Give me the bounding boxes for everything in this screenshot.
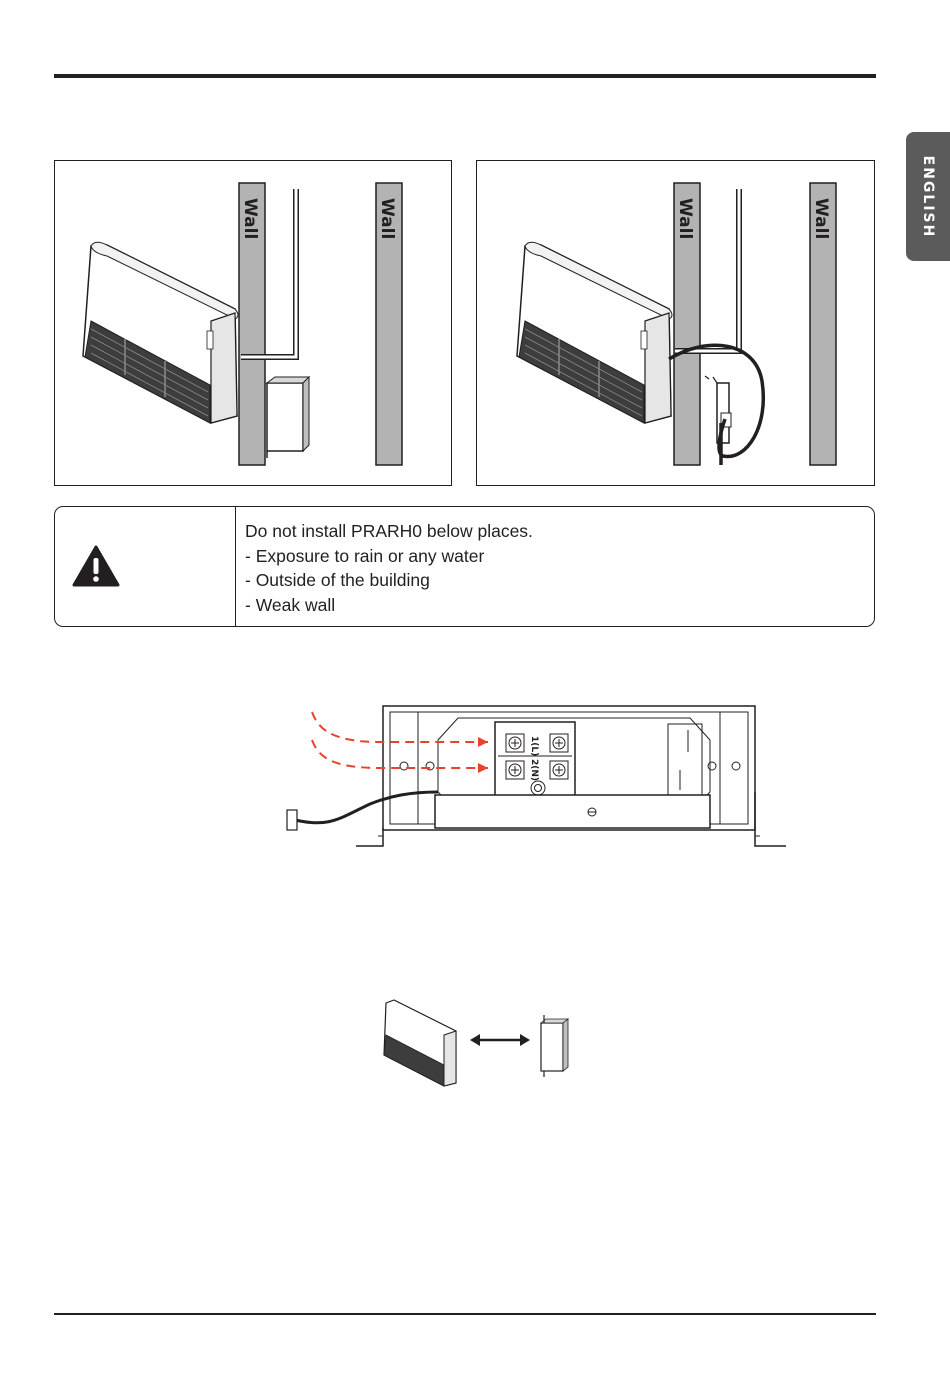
install-illustration-right: Wall Wall: [477, 161, 876, 487]
caution-line: - Exposure to rain or any water: [245, 544, 533, 569]
control-box: [267, 377, 309, 458]
language-tab[interactable]: ENGLISH: [906, 132, 950, 261]
caution-line: - Weak wall: [245, 593, 533, 618]
caution-line: - Outside of the building: [245, 568, 533, 593]
footer-rule: [54, 1313, 876, 1315]
header-rule: [54, 74, 876, 78]
connection-figure: [380, 995, 580, 1092]
caution-divider: [235, 507, 236, 626]
terminal-label-1: 1(L): [529, 736, 539, 756]
wall-label-1: Wall: [240, 198, 260, 239]
warning-triangle-icon: [72, 544, 120, 593]
double-arrow-icon: [470, 1034, 530, 1046]
wall-label-1: Wall: [675, 198, 695, 239]
caution-box: Do not install PRARH0 below places. - Ex…: [54, 506, 875, 627]
connection-illustration: [380, 995, 580, 1087]
terminal-label-2: 2(N): [529, 759, 539, 781]
indoor-unit: [517, 242, 672, 423]
wall-label-2: Wall: [377, 198, 397, 239]
caution-line: Do not install PRARH0 below places.: [245, 519, 533, 544]
install-illustration-left: Wall Wall: [55, 161, 453, 487]
terminal-block-illustration: 1(L) 2(N): [270, 700, 790, 855]
caution-text: Do not install PRARH0 below places. - Ex…: [245, 519, 533, 617]
wall-label-2: Wall: [811, 198, 831, 239]
control-box: [705, 376, 731, 443]
indoor-unit-small: [384, 1000, 456, 1086]
control-box-small: [541, 1015, 568, 1077]
language-tab-label: ENGLISH: [920, 155, 936, 238]
cable-connector: [287, 810, 297, 830]
install-figure-left: Wall Wall: [54, 160, 452, 486]
terminal-block-figure: 1(L) 2(N): [270, 700, 790, 860]
indoor-unit: [83, 242, 238, 423]
install-figure-right: Wall Wall: [476, 160, 875, 486]
